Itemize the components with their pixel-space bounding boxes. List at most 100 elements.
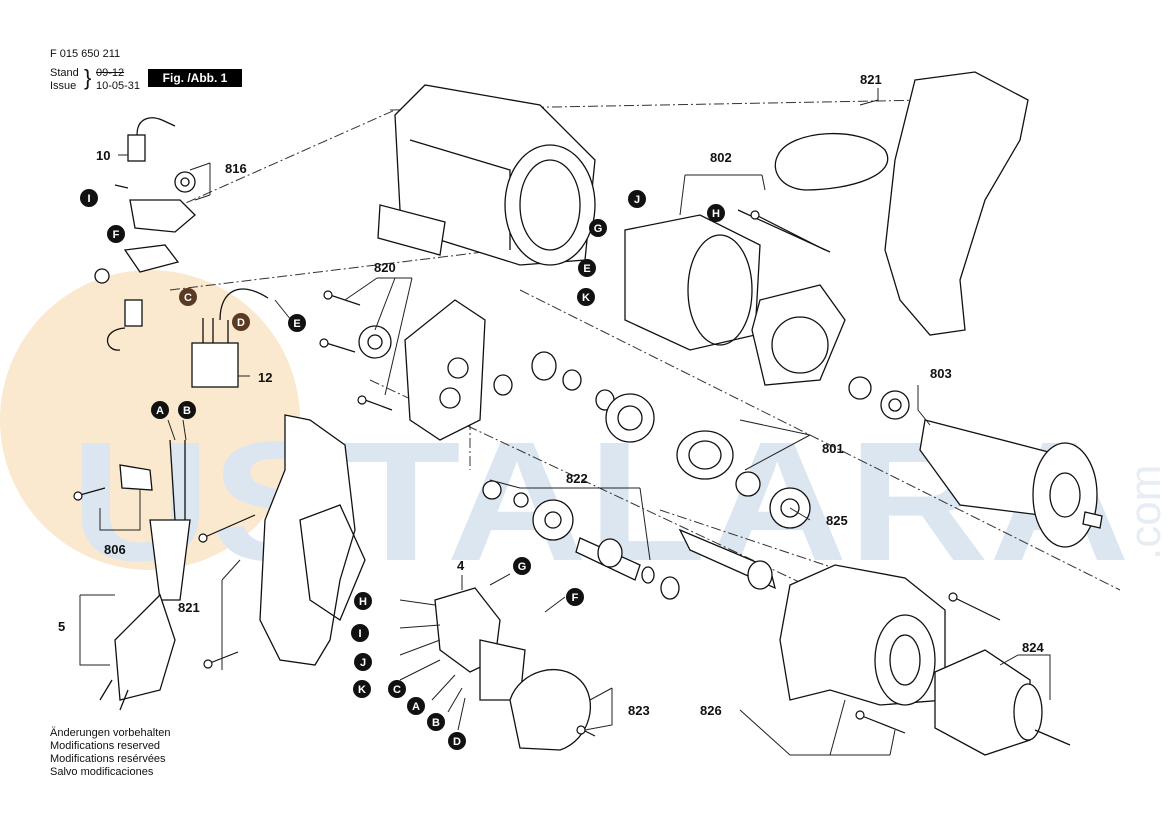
connector-badge-c: C: [179, 288, 197, 306]
handle-cap: [774, 133, 889, 191]
badge-letter: I: [358, 628, 361, 640]
badge-circle: [513, 557, 531, 575]
connector-badge-k: K: [353, 680, 371, 698]
connector-badge-a: A: [407, 697, 425, 715]
badge-circle: [577, 288, 595, 306]
label-10: 10: [96, 148, 110, 163]
connector-badge-g: G: [513, 557, 531, 575]
badge-circle: [232, 313, 250, 331]
badge-letter: G: [594, 223, 603, 235]
parts: [94, 71, 1103, 756]
badge-circle: [179, 288, 197, 306]
badge-circle: [628, 190, 646, 208]
note-fr: Modifications resérvées: [50, 753, 166, 765]
handle-half-821-lower: [259, 414, 356, 666]
badge-circle: [151, 401, 169, 419]
connector-badge-f: F: [107, 225, 125, 243]
badge-letter: H: [359, 596, 367, 608]
badge-circle: [178, 401, 196, 419]
label-820: 820: [374, 260, 396, 275]
brush-holder-upper: [129, 199, 196, 233]
issue-value: 10-05-31: [96, 80, 141, 92]
carbon-brush-lower: [124, 299, 143, 327]
stand-value: 09-12: [96, 67, 125, 79]
badge-letter: B: [183, 405, 191, 417]
label-823: 823: [628, 703, 650, 718]
badge-letter: F: [113, 229, 120, 241]
badge-circle: [354, 653, 372, 671]
badge-letter: C: [184, 292, 192, 304]
badge-circle: [566, 588, 584, 606]
badge-circle: [578, 259, 596, 277]
figure-label: Fig. /Abb. 1: [148, 69, 242, 87]
cord-clamp-806: [119, 464, 153, 491]
connector-badge-a: A: [151, 401, 169, 419]
badge-letter: D: [237, 317, 245, 329]
connector-badge-h: H: [354, 592, 372, 610]
label-5: 5: [58, 619, 65, 634]
badge-letter: I: [87, 193, 90, 205]
badge-circle: [448, 732, 466, 750]
label-801: 801: [822, 441, 844, 456]
rating-label: [377, 204, 446, 256]
label-806: 806: [104, 542, 126, 557]
badge-letter: C: [393, 684, 401, 696]
connector-badge-f: F: [566, 588, 584, 606]
badge-letter: G: [518, 561, 527, 573]
label-824: 824: [1022, 640, 1044, 655]
connector-badge-i: I: [351, 624, 369, 642]
badge-letter: A: [156, 405, 164, 417]
badge-circle: [589, 219, 607, 237]
badge-letter: K: [582, 292, 590, 304]
connector-badge-j: J: [354, 653, 372, 671]
label-4: 4: [457, 558, 465, 573]
label-825: 825: [826, 513, 848, 528]
connector-badge-j: J: [628, 190, 646, 208]
badge-circle: [354, 592, 372, 610]
badge-circle: [388, 680, 406, 698]
stand-label: Stand: [50, 67, 79, 79]
label-826: 826: [700, 703, 722, 718]
note-es: Salvo modificaciones: [50, 766, 154, 778]
capacitor-12: [191, 342, 239, 388]
badge-circle: [427, 713, 445, 731]
note-en: Modifications reserved: [50, 740, 161, 752]
plug-5: [114, 593, 176, 701]
connector-badge-b: B: [427, 713, 445, 731]
screws: [73, 210, 1001, 737]
part-number: F 015 650 211: [50, 48, 121, 60]
carbon-brush-10: [127, 134, 146, 162]
air-guide: [751, 284, 846, 386]
field-stator-802: [624, 214, 761, 351]
badge-letter: K: [358, 684, 366, 696]
connector-badge-h: H: [707, 204, 725, 222]
badge-letter: J: [634, 194, 640, 206]
connector-badge-g: G: [589, 219, 607, 237]
watermark-suffix: .com: [1121, 465, 1168, 560]
handle-half-821-top: [884, 71, 1029, 336]
note-de: Änderungen vorbehalten: [50, 727, 171, 739]
brush-holder-lower: [123, 244, 180, 273]
cord-guard: [149, 519, 191, 601]
badge-letter: E: [293, 318, 300, 330]
connector-badge-e: E: [578, 259, 596, 277]
connector-badge-i: I: [80, 189, 98, 207]
callout-lines: [79, 88, 1051, 756]
badge-circle: [107, 225, 125, 243]
label-821-lower: 821: [178, 600, 200, 615]
footer-notes: Änderungen vorbehalten Modifications res…: [50, 727, 170, 779]
trigger-823: [509, 668, 592, 751]
label-822: 822: [566, 471, 588, 486]
connector-badge-e: E: [288, 314, 306, 332]
badge-letter: D: [453, 736, 461, 748]
badge-letter: J: [360, 657, 366, 669]
label-802: 802: [710, 150, 732, 165]
badge-letter: E: [583, 263, 590, 275]
badge-circle: [351, 624, 369, 642]
badge-letter: A: [412, 701, 420, 713]
header-brace: }: [84, 65, 92, 90]
badge-circle: [353, 680, 371, 698]
